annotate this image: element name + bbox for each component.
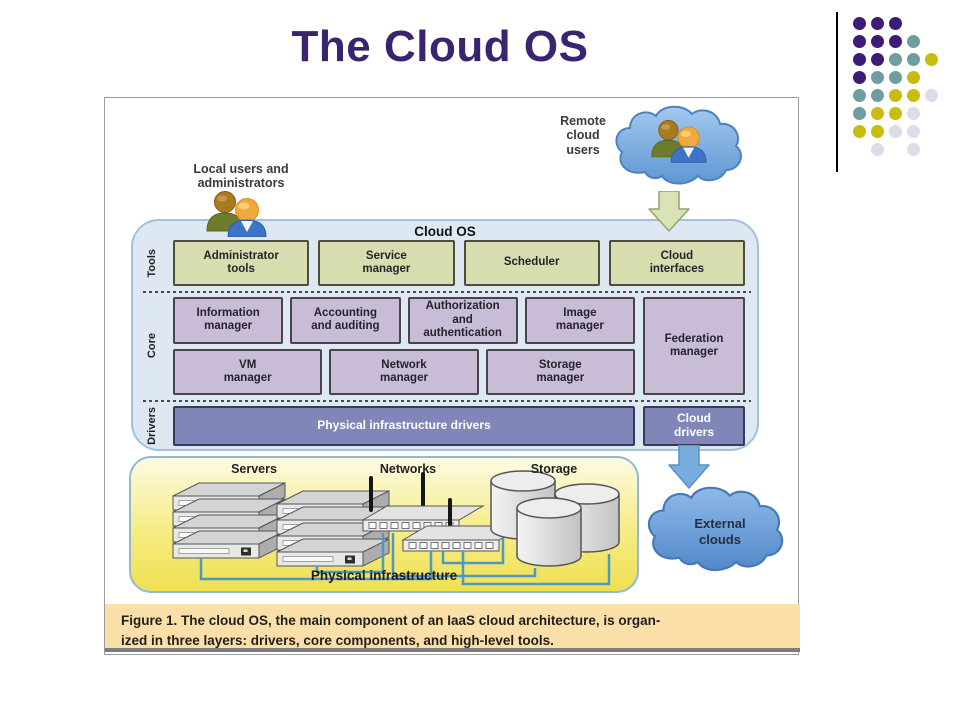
decor-dot [870,52,884,66]
decor-dot [870,88,884,102]
storage-manager-box: Storage manager [485,348,635,395]
decor-dot [906,106,920,120]
decor-dot [888,34,902,48]
decor-dot [906,70,920,84]
decor-dot [852,106,866,120]
figure-caption: Figure 1. The cloud OS, the main compone… [105,604,800,652]
decor-dot [924,52,938,66]
decor-dot [924,88,938,102]
physical-infrastructure-drivers-box: Physical infrastructure drivers [173,406,635,446]
decor-dot [888,52,902,66]
decor-dot [870,124,884,138]
decor-dot [906,88,920,102]
network-connection-lines [199,533,611,586]
cloud-interfaces-box: Cloud interfaces [608,240,745,286]
network-manager-box: Network manager [329,348,479,395]
servers-label: Servers [231,462,277,476]
decor-dot [870,16,884,30]
figure-caption-text: The cloud OS, the main component of an I… [121,613,661,648]
decor-dot [870,34,884,48]
storage-cylinder-icon [490,470,620,567]
decor-dot [888,124,902,138]
slide-title: The Cloud OS [291,22,589,71]
decor-dot [852,70,866,84]
scheduler-box: Scheduler [463,240,600,286]
server-stack-icon [172,482,390,567]
drivers-layer-label: Drivers [146,407,158,445]
remote-access-arrow-icon [648,191,690,232]
storage-label: Storage [530,462,578,476]
decor-dot [888,70,902,84]
local-users-icon [206,191,267,237]
decor-dot [888,106,902,120]
remote-users-label: Remote cloud users [560,114,606,157]
decor-vertical-line [836,12,838,172]
cloud-os-container: Cloud OS Tools Core Drivers Administrato… [131,219,759,451]
core-drivers-divider [143,400,751,402]
infrastructure-icons [172,470,620,586]
decor-dot [870,70,884,84]
decor-dot [906,142,920,156]
decor-dot [852,52,866,66]
authorization-authentication-box: Authorization and authentication [407,297,518,344]
core-layer-label: Core [146,333,158,359]
core-layer-row: Information manager Accounting and audit… [173,297,745,395]
local-users-label: Local users and administrators [193,162,289,191]
image-manager-box: Image manager [524,297,635,344]
cloud-drivers-box: Cloud drivers [643,406,745,446]
remote-users-icon [651,120,707,163]
decor-dot [852,124,866,138]
vm-manager-box: VM manager [173,348,323,395]
decor-dot [852,16,866,30]
decor-dot [852,34,866,48]
cloud-os-title: Cloud OS [414,224,476,239]
decor-dot [852,88,866,102]
figure-panel: Local users and administrators Remote cl… [104,97,800,655]
decor-dot [906,34,920,48]
information-manager-box: Information manager [173,297,284,344]
federation-manager-box: Federation manager [643,297,745,395]
external-clouds-icon [647,486,784,572]
decor-dot-grid [850,14,940,158]
accounting-auditing-box: Accounting and auditing [290,297,401,344]
decor-dot [870,106,884,120]
external-clouds-label: External clouds [694,516,746,547]
front-user-icon [227,198,267,237]
physical-infrastructure-label: Physical infrastructure [310,568,458,583]
networks-label: Networks [379,462,437,476]
administrator-tools-box: Administrator tools [173,240,310,286]
external-clouds-arrow-icon [668,445,710,489]
drivers-layer-row: Physical infrastructure drivers Cloud dr… [173,406,745,446]
decor-dot [870,142,884,156]
decor-dot [906,124,920,138]
decor-dot [888,16,902,30]
tools-layer-label: Tools [146,248,158,278]
decor-dot [888,88,902,102]
decor-dot [906,52,920,66]
service-manager-box: Service manager [318,240,455,286]
tools-core-divider [143,291,751,293]
figure-caption-number: Figure 1. [121,613,178,628]
tools-layer-row: Administrator tools Service manager Sche… [173,240,745,286]
remote-cloud-icon [615,105,742,185]
physical-infrastructure-box: Servers Networks Storage Physical infras… [129,456,639,593]
